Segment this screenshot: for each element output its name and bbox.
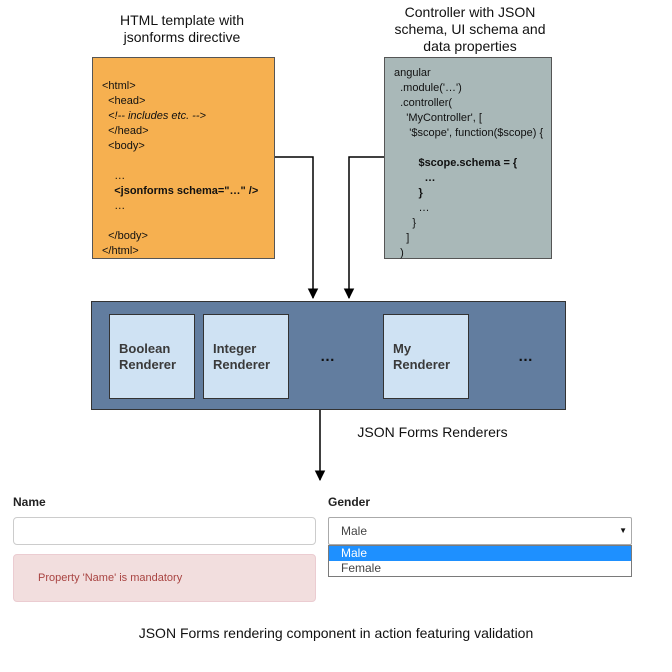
renderers-ellipsis-1: … [320, 348, 335, 365]
code-line: .controller( [394, 97, 453, 109]
code-line: $scope.schema = { [394, 157, 518, 169]
code-line [394, 141, 543, 156]
renderers-ellipsis-2: … [518, 348, 533, 365]
gender-select[interactable]: Male ▼ [328, 517, 632, 545]
my-renderer-line-2: Renderer [393, 356, 451, 372]
controller-to-renderers-arrow [343, 156, 384, 300]
code-line [102, 214, 258, 229]
code-line: 'MyController', [ [394, 112, 482, 124]
gender-selected-value: Male [341, 524, 368, 538]
code-line: '$scope', function($scope) { [394, 127, 544, 139]
html-template-code: <html> <head> <!-- includes etc. --> </h… [102, 79, 258, 259]
code-line: … [102, 170, 126, 182]
code-line [102, 154, 258, 169]
code-line: <html> [102, 80, 136, 92]
bottom-caption: JSON Forms rendering component in action… [138, 625, 534, 641]
code-line: <body> [102, 140, 145, 152]
code-line: </body> [102, 230, 148, 242]
code-line: </head> [102, 125, 149, 137]
html-to-renderers-arrow [275, 156, 319, 300]
controller-caption: Controller with JSON schema, UI schema a… [370, 4, 570, 55]
name-label: Name [13, 495, 46, 509]
code-line: <jsonforms schema="…" /> [102, 185, 259, 197]
gender-dropdown: Male Female [328, 545, 632, 577]
boolean-renderer-line-2: Renderer [119, 356, 177, 372]
code-line: } [394, 187, 423, 199]
html-caption-line-1: HTML template with [120, 12, 244, 28]
html-template-caption: HTML template with jsonforms directive [92, 12, 272, 46]
gender-option-female[interactable]: Female [341, 561, 382, 575]
integer-renderer-line-1: Integer [213, 340, 257, 356]
chevron-down-icon: ▼ [619, 526, 627, 535]
my-renderer-line-1: My [393, 340, 412, 356]
controller-code: angular .module('…') .controller( 'MyCon… [394, 66, 543, 261]
code-line: ) [394, 247, 404, 259]
code-line: … [394, 202, 430, 214]
controller-caption-line-1: Controller with JSON [404, 4, 536, 20]
code-line: … [394, 172, 436, 184]
controller-caption-line-2: schema, UI schema and [394, 21, 546, 37]
code-line: <!-- includes etc. --> [102, 110, 206, 122]
html-caption-line-2: jsonforms directive [123, 29, 241, 45]
renderers-caption: JSON Forms Renderers [357, 424, 508, 440]
code-line: … [102, 200, 126, 212]
code-line: ] [394, 232, 410, 244]
code-line: </html> [102, 245, 139, 257]
integer-renderer-line-2: Renderer [213, 356, 271, 372]
gender-option-male[interactable]: Male [329, 546, 631, 561]
name-error-message: Property 'Name' is mandatory [38, 572, 183, 584]
code-line: } [394, 217, 417, 229]
name-input[interactable] [13, 517, 316, 545]
code-line: <head> [102, 95, 146, 107]
gender-label: Gender [328, 495, 371, 509]
name-error-alert: Property 'Name' is mandatory [13, 554, 316, 602]
controller-panel: angular .module('…') .controller( 'MyCon… [384, 57, 552, 259]
code-line: angular [394, 67, 431, 79]
boolean-renderer-line-1: Boolean [119, 340, 171, 356]
controller-caption-line-3: data properties [423, 38, 517, 54]
code-line: .module('…') [394, 82, 462, 94]
html-template-panel: <html> <head> <!-- includes etc. --> </h… [92, 57, 275, 259]
